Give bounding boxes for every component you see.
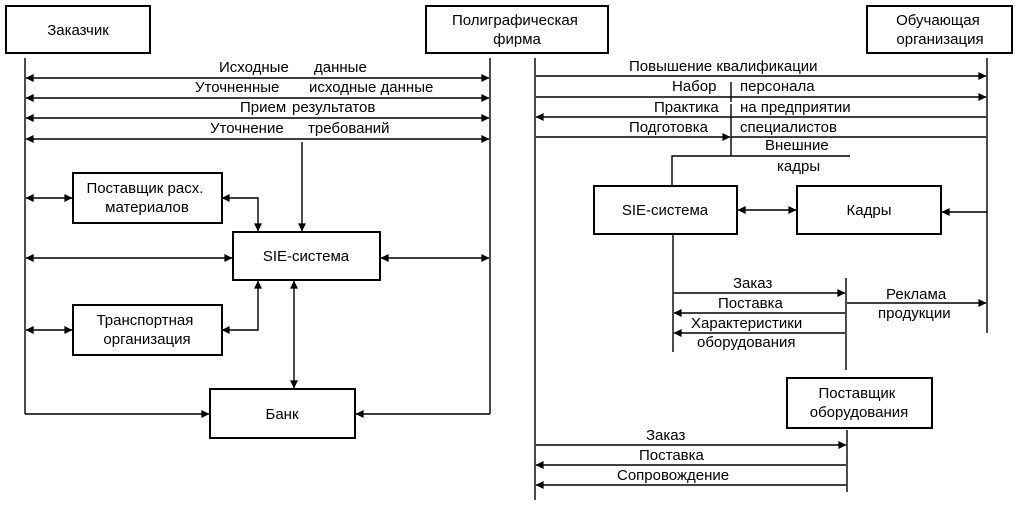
requirements-refinement-label: Уточнение требований xyxy=(210,120,390,137)
staff-label: Кадры xyxy=(847,202,892,219)
refined-source-data-label-part-2: исходные данные xyxy=(309,79,433,96)
svg-text:SIE-система: SIE-система xyxy=(263,248,350,265)
customer-box: Заказчик xyxy=(5,5,151,54)
order-mid-label: Заказ xyxy=(733,275,772,292)
svg-text:Банк: Банк xyxy=(265,406,298,423)
staff-recruitment-label-part-1: Набор xyxy=(672,78,716,95)
svg-text:SIE-система: SIE-система xyxy=(622,202,709,219)
requirements-refinement-label-part-1: Уточнение xyxy=(210,120,284,137)
sie-system-left-label: SIE-система xyxy=(263,248,350,265)
supplier-materials-box: Поставщик расх. материалов xyxy=(72,172,223,224)
printing-firm-label-line-1: Полиграфическая xyxy=(452,12,578,29)
equipment-supplier-label-line-2: оборудования xyxy=(810,404,908,421)
svg-text:Обучающая организация: Обучающая организация xyxy=(896,12,984,48)
transport-org-label-line-1: Транспортная xyxy=(96,312,193,329)
training-org-label-line-1: Обучающая xyxy=(896,12,980,29)
specialist-training-label-part-1: Подготовка xyxy=(629,119,709,136)
svg-text:Полиграфическая фирма: Полиграфическая фирма xyxy=(452,12,582,48)
external-staff-label: Внешние кадры xyxy=(765,137,833,175)
enterprise-practice-label-part-1: Практика xyxy=(654,99,719,116)
specialist-training-label-part-2: специалистов xyxy=(740,119,837,136)
product-advertising-label-line-2: продукции xyxy=(878,305,951,322)
external-staff-label-line-1: Внешние xyxy=(765,137,829,154)
supplier-materials-label-line-2: материалов xyxy=(105,199,189,216)
enterprise-practice-label: Практика на предприятии xyxy=(654,99,851,116)
svg-text:Кадры: Кадры xyxy=(847,202,892,219)
external-staff-connector xyxy=(671,155,850,185)
results-acceptance-label-part-1: Прием xyxy=(240,99,286,116)
svg-text:Поставщик оборудования: Поставщик оборудования xyxy=(810,385,908,421)
source-data-label-part-2: данные xyxy=(314,59,367,76)
transport-org-label-line-2: организация xyxy=(103,331,190,348)
source-data-label: Исходные данные xyxy=(219,59,367,76)
qualification-upgrade-label: Повышение квалификации xyxy=(629,58,818,75)
bank-box: Банк xyxy=(209,388,356,439)
staff-box: Кадры xyxy=(796,185,942,235)
order-bottom-label: Заказ xyxy=(646,427,685,444)
delivery-mid-label: Поставка xyxy=(718,295,784,312)
bank-label: Банк xyxy=(265,406,298,423)
enterprise-practice-label-part-2: на предприятии xyxy=(740,99,851,116)
printing-firm-box: Полиграфическая фирма xyxy=(425,5,609,54)
equipment-supplier-box: Поставщик оборудования xyxy=(786,377,933,429)
results-acceptance-label: Прием результатов xyxy=(240,99,375,116)
svg-text:Поставщик расх. материал: Поставщик расх. материалов xyxy=(86,180,207,216)
training-org-box: Обучающая организация xyxy=(866,5,1013,54)
staff-recruitment-label: Набор персонала xyxy=(672,78,815,95)
sie-system-right-box: SIE-система xyxy=(593,185,738,235)
transport-sie-arrow xyxy=(221,280,262,334)
product-advertising-label: Реклама продукции xyxy=(878,286,951,322)
svg-text:Транспортная организация: Транспортная организация xyxy=(96,312,197,348)
equipment-specs-label: Характеристики оборудования xyxy=(691,315,806,351)
sie-system-left-box: SIE-система xyxy=(232,231,381,281)
refined-source-data-label: Уточненные исходные данные xyxy=(195,79,433,96)
product-advertising-label-line-1: Реклама xyxy=(886,286,947,303)
svg-text:Заказчик: Заказчик xyxy=(47,22,109,39)
customer-label: Заказчик xyxy=(47,22,109,39)
support-bottom-label: Сопровождение xyxy=(617,467,729,484)
delivery-bottom-label: Поставка xyxy=(639,447,705,464)
sie-system-right-label: SIE-система xyxy=(622,202,709,219)
source-data-label-part-1: Исходные xyxy=(219,59,289,76)
equipment-supplier-label-line-1: Поставщик xyxy=(818,385,895,402)
transport-org-box: Транспортная организация xyxy=(72,304,223,356)
specialist-training-label: Подготовка специалистов xyxy=(629,119,837,136)
equipment-specs-label-line-2: оборудования xyxy=(697,334,795,351)
refined-source-data-label-part-1: Уточненные xyxy=(195,79,279,96)
staff-recruitment-label-part-2: персонала xyxy=(740,78,815,95)
external-staff-label-line-2: кадры xyxy=(777,158,820,175)
results-acceptance-label-part-2: результатов xyxy=(292,99,375,116)
supplier-sie-arrow xyxy=(221,194,262,232)
equipment-specs-label-line-1: Характеристики xyxy=(691,315,802,332)
printing-firm-label-line-2: фирма xyxy=(493,31,541,48)
training-org-label-line-2: организация xyxy=(896,31,983,48)
supplier-materials-label-line-1: Поставщик расх. xyxy=(86,180,203,197)
requirements-refinement-label-part-2: требований xyxy=(308,120,390,137)
